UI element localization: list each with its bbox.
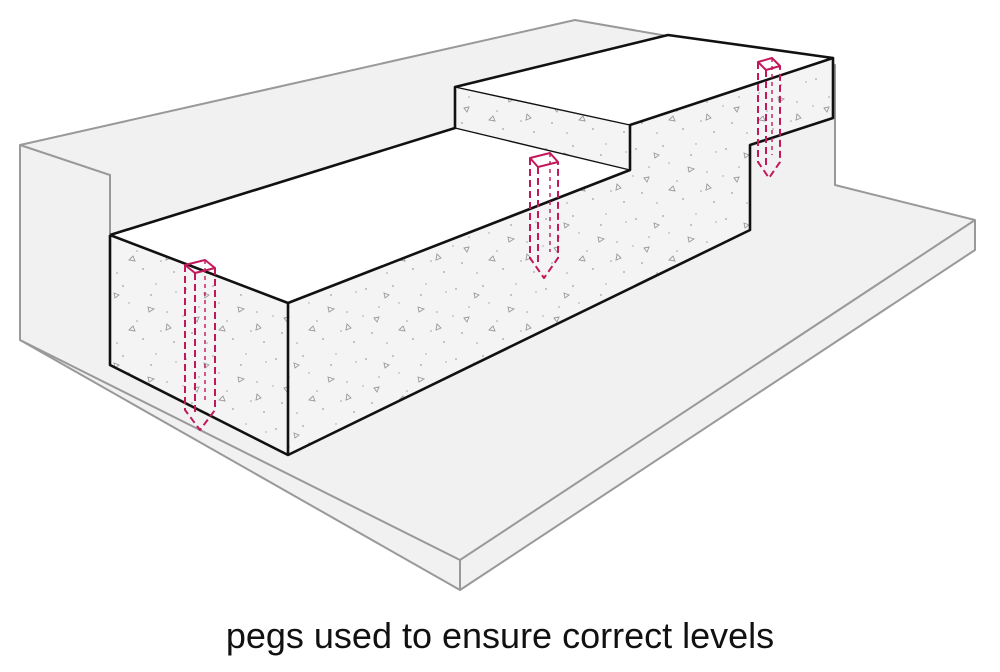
peg-back-right bbox=[757, 57, 781, 179]
foundation-diagram bbox=[19, 19, 976, 591]
concrete-foundation bbox=[108, 33, 835, 457]
peg-front-left bbox=[184, 259, 216, 431]
caption: pegs used to ensure correct levels bbox=[225, 615, 775, 656]
peg-middle bbox=[529, 152, 559, 279]
